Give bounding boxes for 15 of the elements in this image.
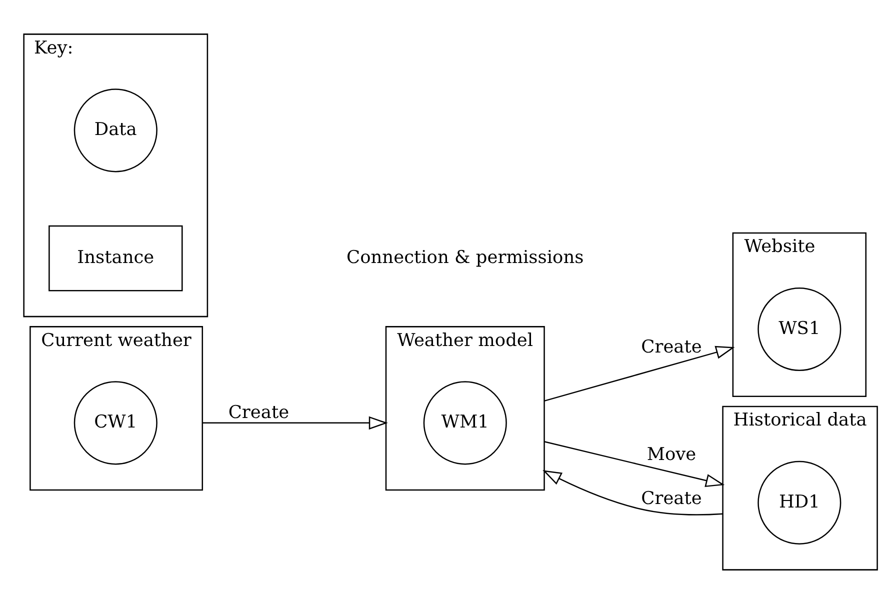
arrow [544,440,725,487]
node-circle: CW1 [74,380,158,464]
edge-label: Move [646,444,696,464]
node-circle: Data [74,88,158,172]
legend-label: Connection & permissions [346,248,584,268]
node-circle: WM1 [423,380,507,464]
node-circle: WS1 [758,286,842,370]
edge-label: Create [641,488,702,509]
node-box: Instance [48,224,183,291]
arrow [202,416,388,430]
arrow [544,345,735,402]
arrow [542,470,723,515]
node-circle: HD1 [758,460,842,544]
edge-label: Create [228,402,290,423]
edge-label: Create [641,336,702,357]
